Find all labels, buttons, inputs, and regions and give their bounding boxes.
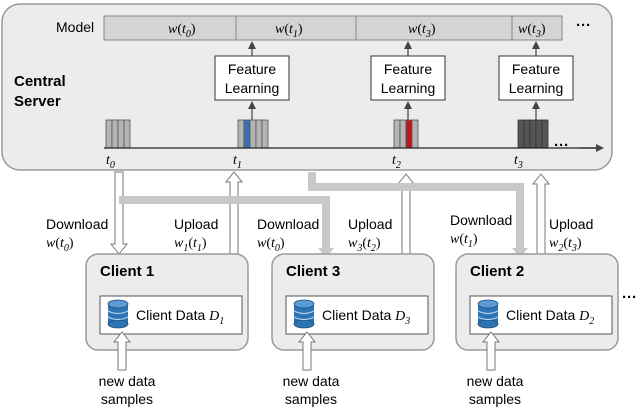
feature-learning-label: Learning bbox=[509, 80, 564, 96]
download-path-head bbox=[318, 248, 334, 258]
data-stack bbox=[393, 119, 419, 149]
timeline-ellipsis: ··· bbox=[554, 137, 569, 154]
download-label: Download bbox=[450, 212, 512, 228]
data-stack bbox=[237, 119, 269, 149]
feature-learning-label: Learning bbox=[225, 80, 280, 96]
download-weight: w(t0) bbox=[257, 236, 285, 254]
database-icon bbox=[477, 299, 499, 329]
feature-learning-box bbox=[498, 55, 574, 101]
client-data-label: Client Data D3 bbox=[322, 307, 410, 327]
download-label: Download bbox=[46, 216, 108, 232]
client-title: Client 1 bbox=[100, 263, 154, 280]
timeline-tick-label: t2 bbox=[392, 153, 401, 171]
upload-label: Upload bbox=[549, 216, 593, 232]
download-path-head bbox=[512, 248, 528, 258]
data-stack bbox=[105, 119, 131, 149]
download-weight: w(t0) bbox=[46, 236, 74, 254]
new-data-arrow bbox=[297, 331, 317, 371]
clients-ellipsis: ··· bbox=[622, 289, 637, 306]
database-icon bbox=[107, 299, 129, 329]
upload-weight: w1(t1) bbox=[174, 236, 207, 254]
timeline-tick-label: t1 bbox=[233, 153, 242, 171]
central-server-panel bbox=[1, 3, 613, 171]
feature-learning-label: Learning bbox=[381, 80, 436, 96]
download-weight: w(t1) bbox=[450, 232, 478, 250]
new-data-arrow bbox=[481, 331, 501, 371]
download-arrow bbox=[109, 171, 129, 255]
model-segment-label: w(t0) bbox=[168, 22, 196, 40]
upload-arrow bbox=[531, 173, 551, 255]
upload-weight: w3(t2) bbox=[348, 236, 381, 254]
new-data-label: new data bbox=[283, 373, 340, 389]
model-ellipsis: ··· bbox=[576, 17, 591, 34]
upload-label: Upload bbox=[174, 216, 218, 232]
model-segment-label: w(t1) bbox=[275, 22, 303, 40]
client-data-label: Client Data D2 bbox=[506, 307, 594, 327]
feature-learning-label: Feature bbox=[228, 61, 276, 77]
timeline-tick-label: t3 bbox=[514, 153, 523, 171]
feature-learning-box bbox=[370, 55, 446, 101]
new-data-label: new data bbox=[99, 373, 156, 389]
feature-learning-label: Feature bbox=[384, 61, 432, 77]
new-data-label: new data bbox=[467, 373, 524, 389]
download-label: Download bbox=[257, 216, 319, 232]
download-path-gray bbox=[119, 196, 330, 250]
upload-weight: w2(t3) bbox=[549, 236, 582, 254]
model-segment-label: w(t3) bbox=[408, 22, 436, 40]
new-data-label: samples bbox=[469, 391, 521, 407]
feature-learning-label: Feature bbox=[512, 61, 560, 77]
new-data-arrow bbox=[112, 331, 132, 371]
new-data-label: samples bbox=[101, 391, 153, 407]
central-server-title-line2: Server bbox=[14, 93, 61, 110]
feature-learning-box bbox=[214, 55, 290, 101]
timeline-tick-label: t0 bbox=[106, 153, 115, 171]
upload-label: Upload bbox=[348, 216, 392, 232]
model-label: Model bbox=[56, 19, 94, 35]
model-bar bbox=[103, 15, 563, 41]
client-title: Client 3 bbox=[286, 263, 340, 280]
central-server-title: Central bbox=[14, 73, 66, 90]
upload-arrow bbox=[224, 171, 244, 255]
client-title: Client 2 bbox=[470, 263, 524, 280]
client-data-label: Client Data D1 bbox=[136, 307, 224, 327]
new-data-label: samples bbox=[285, 391, 337, 407]
download-path-gray bbox=[308, 172, 524, 250]
database-icon bbox=[293, 299, 315, 329]
data-stack bbox=[517, 119, 549, 149]
model-segment-label: w(t3) bbox=[518, 22, 546, 40]
